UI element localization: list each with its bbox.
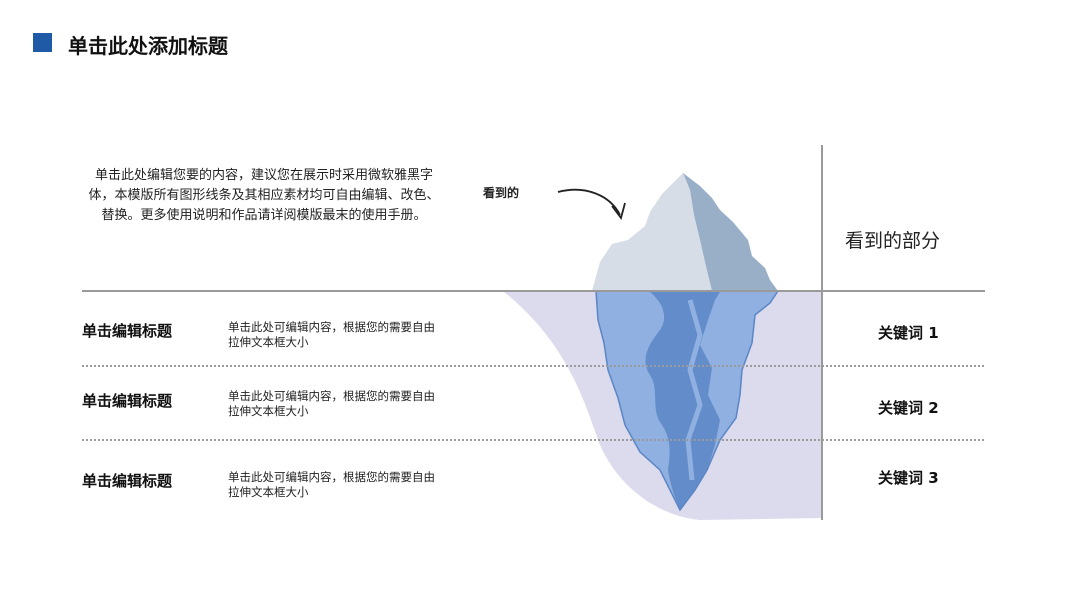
row-title-3[interactable]: 单击编辑标题 [82, 470, 172, 491]
row-keyword-3[interactable]: 关键词 3 [878, 467, 939, 488]
seen-arrow [558, 190, 620, 215]
row-desc-3[interactable]: 单击此处可编辑内容，根据您的需要自由拉伸文本框大小 [228, 470, 438, 500]
seen-label: 看到的 [483, 184, 519, 201]
row-keyword-2[interactable]: 关键词 2 [878, 397, 939, 418]
row-desc-1[interactable]: 单击此处可编辑内容，根据您的需要自由拉伸文本框大小 [228, 320, 438, 350]
section-heading[interactable]: 看到的部分 [845, 226, 940, 253]
row-title-2[interactable]: 单击编辑标题 [82, 390, 172, 411]
row-title-1[interactable]: 单击编辑标题 [82, 320, 172, 341]
row-desc-2[interactable]: 单击此处可编辑内容，根据您的需要自由拉伸文本框大小 [228, 389, 438, 419]
row-keyword-1[interactable]: 关键词 1 [878, 322, 939, 343]
